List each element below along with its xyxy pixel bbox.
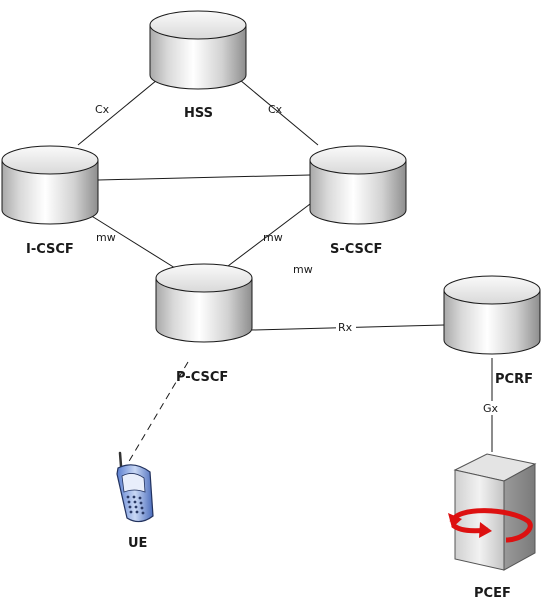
- hss-label: HSS: [184, 106, 213, 121]
- pcef-label: PCEF: [474, 586, 511, 601]
- gx-label-bg: [481, 401, 503, 415]
- ue-node[interactable]: UE: [116, 451, 154, 551]
- hss-node[interactable]: HSS: [149, 10, 247, 121]
- refresh-arrow-icon: [448, 508, 533, 543]
- pcef-node[interactable]: PCEF: [448, 453, 537, 601]
- link-icscf-scscf: [97, 174, 311, 181]
- icscf-label: I-CSCF: [26, 242, 74, 257]
- ue-label: UE: [128, 536, 147, 551]
- link-pcscf-ue: [124, 361, 189, 469]
- link-label-icscf-pcscf: mw: [96, 231, 116, 244]
- link-label-pcscf-pcrf: Rx: [338, 321, 353, 334]
- link-label-hss-scscf: Cx: [268, 103, 283, 116]
- link-scscf-pcscf: [227, 197, 319, 267]
- link-icscf-pcscf: [89, 214, 176, 269]
- link-hss-icscf: [77, 79, 158, 146]
- link-hss-scscf: [239, 79, 319, 146]
- link-label-scscf-pcscf: mw: [263, 231, 283, 244]
- link-label-pcrf-pcef: Gx: [483, 402, 499, 415]
- mobile-phone-icon: [116, 451, 154, 523]
- link-label-hss-icscf: Cx: [95, 103, 110, 116]
- pcrf-node[interactable]: PCRF: [443, 275, 541, 387]
- scscf-label: S-CSCF: [330, 242, 382, 257]
- rx-label-bg: [336, 320, 356, 333]
- pcscf-node[interactable]: P-CSCF: [155, 263, 253, 385]
- icscf-node[interactable]: I-CSCF: [1, 145, 99, 257]
- pcrf-label: PCRF: [495, 372, 533, 387]
- link-label-scscf-extra: mw: [293, 263, 313, 276]
- pcscf-label: P-CSCF: [176, 370, 228, 385]
- scscf-node[interactable]: S-CSCF: [309, 145, 407, 257]
